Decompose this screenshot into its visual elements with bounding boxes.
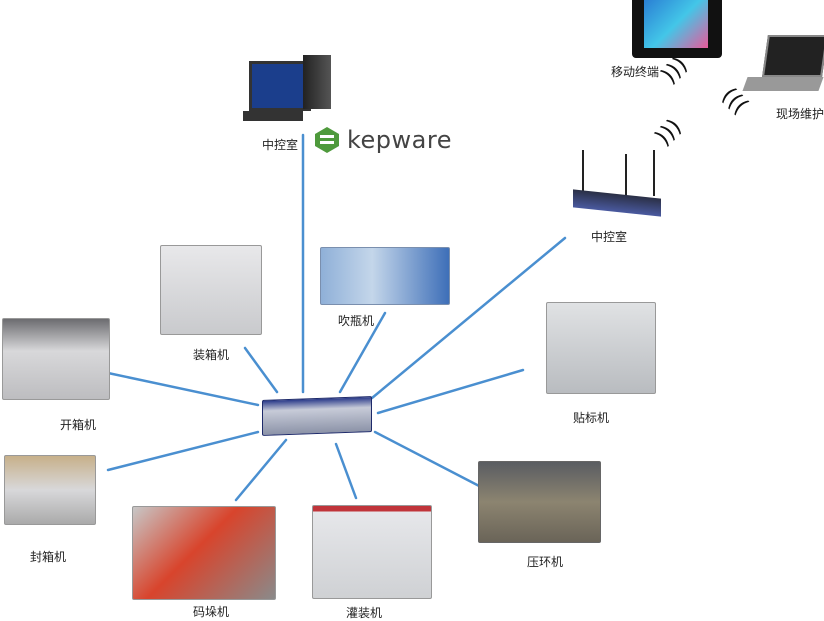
case-erector-label: 开箱机 (60, 418, 97, 432)
ring-press-image (478, 461, 601, 543)
link-filler (334, 442, 358, 500)
control-room-pc-label: 中控室 (262, 138, 299, 152)
case-sealer-label: 封箱机 (30, 550, 67, 564)
link-ring-press (373, 430, 485, 490)
labeler-image (546, 302, 656, 394)
wireless-router-icon (573, 150, 663, 218)
mobile-terminal-label: 移动终端 (611, 65, 660, 79)
kepware-logo: kepware (313, 126, 452, 154)
desktop-computer-icon (243, 55, 349, 127)
link-labeler (376, 368, 525, 415)
link-blow-molder (338, 311, 387, 394)
link-case-packer (243, 346, 279, 394)
ring-press-label: 压环机 (527, 555, 564, 569)
filler-image (312, 505, 432, 599)
palletizer-image (132, 506, 276, 600)
case-sealer-image (4, 455, 96, 525)
blow-molder-label: 吹瓶机 (338, 314, 375, 328)
labeler-label: 贴标机 (573, 411, 610, 425)
palletizer-label: 码垛机 (193, 605, 230, 619)
link-palletizer (234, 438, 288, 502)
case-packer-image (160, 245, 262, 335)
industrial-switch (262, 396, 372, 436)
link-case-erector (106, 371, 260, 407)
blow-molder-image (320, 247, 450, 305)
filler-label: 灌装机 (346, 606, 383, 620)
link-router (370, 236, 567, 400)
control-room-router-label: 中控室 (591, 230, 628, 244)
field-maintenance-label: 现场维护 (776, 107, 824, 121)
case-erector-image (2, 318, 110, 400)
tablet-icon (632, 0, 722, 58)
kepware-hex-icon (315, 127, 339, 153)
laptop-icon (742, 35, 824, 97)
case-packer-label: 装箱机 (193, 348, 230, 362)
link-case-sealer (106, 430, 260, 472)
